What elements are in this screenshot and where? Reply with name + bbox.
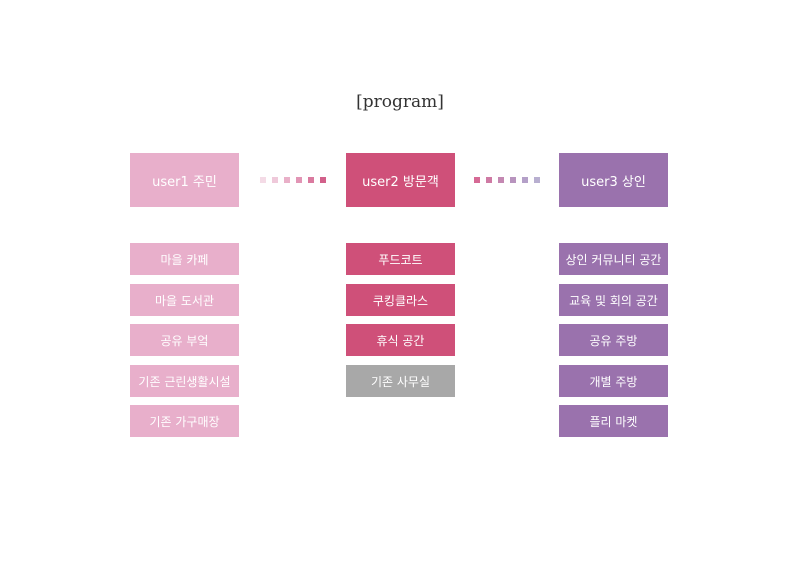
user3-item: 공유 주방 [559,324,668,356]
connector-dot [486,177,492,183]
user2-header: user2 방문객 [346,153,455,207]
user1-item: 마을 카페 [130,243,239,275]
connector-dot [510,177,516,183]
connector-dot [284,177,290,183]
connector-dot [534,177,540,183]
user1-item: 기존 근린생활시설 [130,365,239,397]
user3-item: 교육 및 회의 공간 [559,284,668,316]
user3-item: 상인 커뮤니티 공간 [559,243,668,275]
connector-user2-user3 [474,177,540,183]
connector-dot [320,177,326,183]
user2-item: 푸드코트 [346,243,455,275]
connector-dot [308,177,314,183]
user2-item: 휴식 공간 [346,324,455,356]
user1-header: user1 주민 [130,153,239,207]
connector-dot [498,177,504,183]
user1-item: 기존 가구매장 [130,405,239,437]
user3-header: user3 상인 [559,153,668,207]
connector-dot [474,177,480,183]
connector-dot [272,177,278,183]
connector-dot [260,177,266,183]
user1-item: 공유 부엌 [130,324,239,356]
user3-item: 플리 마켓 [559,405,668,437]
user3-item: 개별 주방 [559,365,668,397]
connector-dot [296,177,302,183]
connector-user1-user2 [260,177,326,183]
user1-item: 마을 도서관 [130,284,239,316]
connector-dot [522,177,528,183]
user2-item: 쿠킹클라스 [346,284,455,316]
diagram-title: [program] [356,92,444,112]
user2-item-existing-office: 기존 사무실 [346,365,455,397]
